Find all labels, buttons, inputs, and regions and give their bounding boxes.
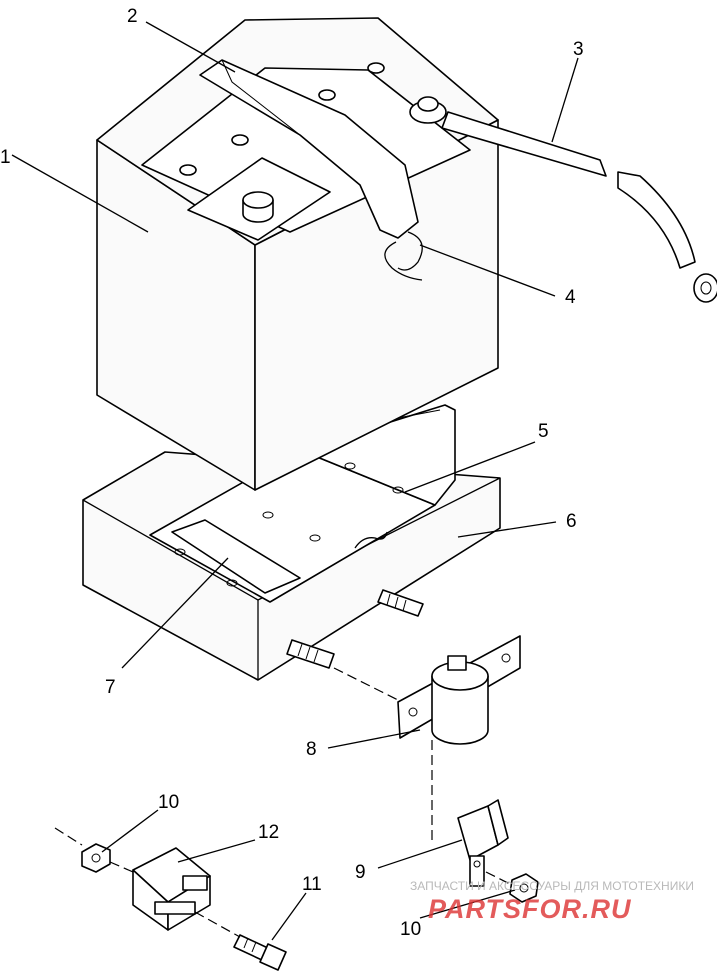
callout-12: 12	[258, 822, 279, 843]
callout-8: 8	[306, 739, 317, 760]
callout-3: 3	[573, 39, 584, 60]
callout-2: 2	[127, 6, 138, 27]
nut-10-left	[81, 843, 111, 873]
callout-4: 4	[565, 287, 576, 308]
relay-bracket	[397, 635, 521, 745]
callout-10-left: 10	[158, 792, 179, 813]
hold-down-strap	[199, 59, 423, 281]
strap-hook	[384, 231, 423, 281]
callout-10-right: 10	[400, 919, 421, 940]
watermark-text: ЗАПЧАСТИ И АКСЕССУАРЫ ДЛЯ МОТОТЕХНИКИ	[410, 879, 694, 893]
tray-pad	[171, 519, 301, 594]
watermark: ЗАПЧАСТИ И АКСЕССУАРЫ ДЛЯ МОТОТЕХНИКИ PA…	[410, 879, 694, 924]
callout-9: 9	[355, 862, 366, 883]
watermark-logo: PARTSFOR.RU	[428, 894, 632, 924]
nut-10-right	[509, 873, 539, 903]
callout-5: 5	[538, 421, 549, 442]
stud-lower	[286, 639, 335, 669]
leader-lines	[11, 21, 579, 941]
connector-9	[457, 799, 509, 887]
mount-12	[132, 847, 211, 931]
callout-6: 6	[566, 511, 577, 532]
callout-11: 11	[302, 874, 322, 895]
battery-cable	[409, 96, 717, 303]
battery-tray	[82, 404, 501, 681]
battery	[96, 17, 499, 491]
callout-1: 1	[0, 147, 11, 168]
callout-7: 7	[105, 677, 116, 698]
stud-upper	[377, 589, 424, 617]
callout-labels: 1 2 3 4 5 6 7 8 9 10 10 11 12	[0, 6, 584, 940]
bolt-11	[233, 934, 287, 971]
